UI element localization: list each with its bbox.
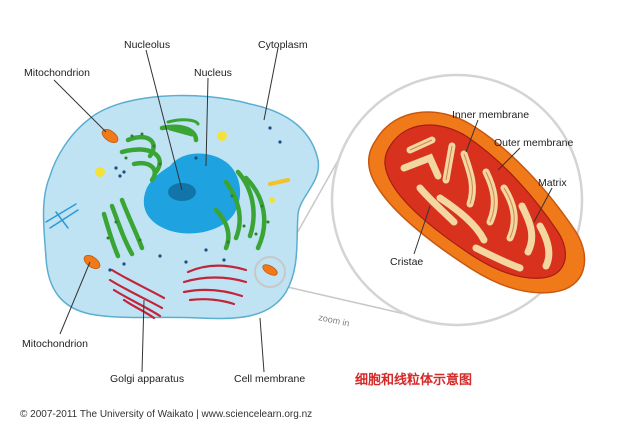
zoom-source-circle <box>254 256 286 288</box>
label-cristae: Cristae <box>390 256 423 268</box>
label-nucleus: Nucleus <box>194 67 232 79</box>
mitochondrion-bottom <box>83 255 101 269</box>
label-cell-membrane: Cell membrane <box>234 373 305 385</box>
golgi-apparatus-right <box>182 264 248 306</box>
label-mitochondrion-bottom: Mitochondrion <box>22 338 88 350</box>
centrioles <box>45 203 79 229</box>
mitochondrion-large <box>368 111 586 294</box>
label-outer-membrane: Outer membrane <box>494 137 574 149</box>
caption-chinese: 细胞和线粒体示意图 <box>355 372 472 388</box>
label-golgi-apparatus: Golgi apparatus <box>110 373 184 385</box>
mitochondrion-zoomed-source <box>262 264 278 276</box>
endoplasmic-reticulum <box>101 118 267 259</box>
copyright-text: © 2007-2011 The University of Waikato | … <box>20 409 312 420</box>
label-nucleolus: Nucleolus <box>124 39 170 51</box>
cristae-inner-lines <box>409 139 515 239</box>
label-cytoplasm: Cytoplasm <box>258 39 308 51</box>
label-inner-membrane: Inner membrane <box>452 109 529 121</box>
granules <box>108 126 282 272</box>
vesicles <box>95 131 275 203</box>
label-mitochondrion-top: Mitochondrion <box>24 67 90 79</box>
leader-lines <box>53 47 553 373</box>
label-matrix: Matrix <box>538 177 567 189</box>
label-zoom-in: zoom in <box>318 312 351 328</box>
golgi-apparatus-left <box>108 268 166 320</box>
mitochondrion-top <box>101 129 119 143</box>
ribosomes <box>106 132 270 244</box>
nucleolus <box>168 183 196 201</box>
vesicle-elongated <box>268 178 290 186</box>
